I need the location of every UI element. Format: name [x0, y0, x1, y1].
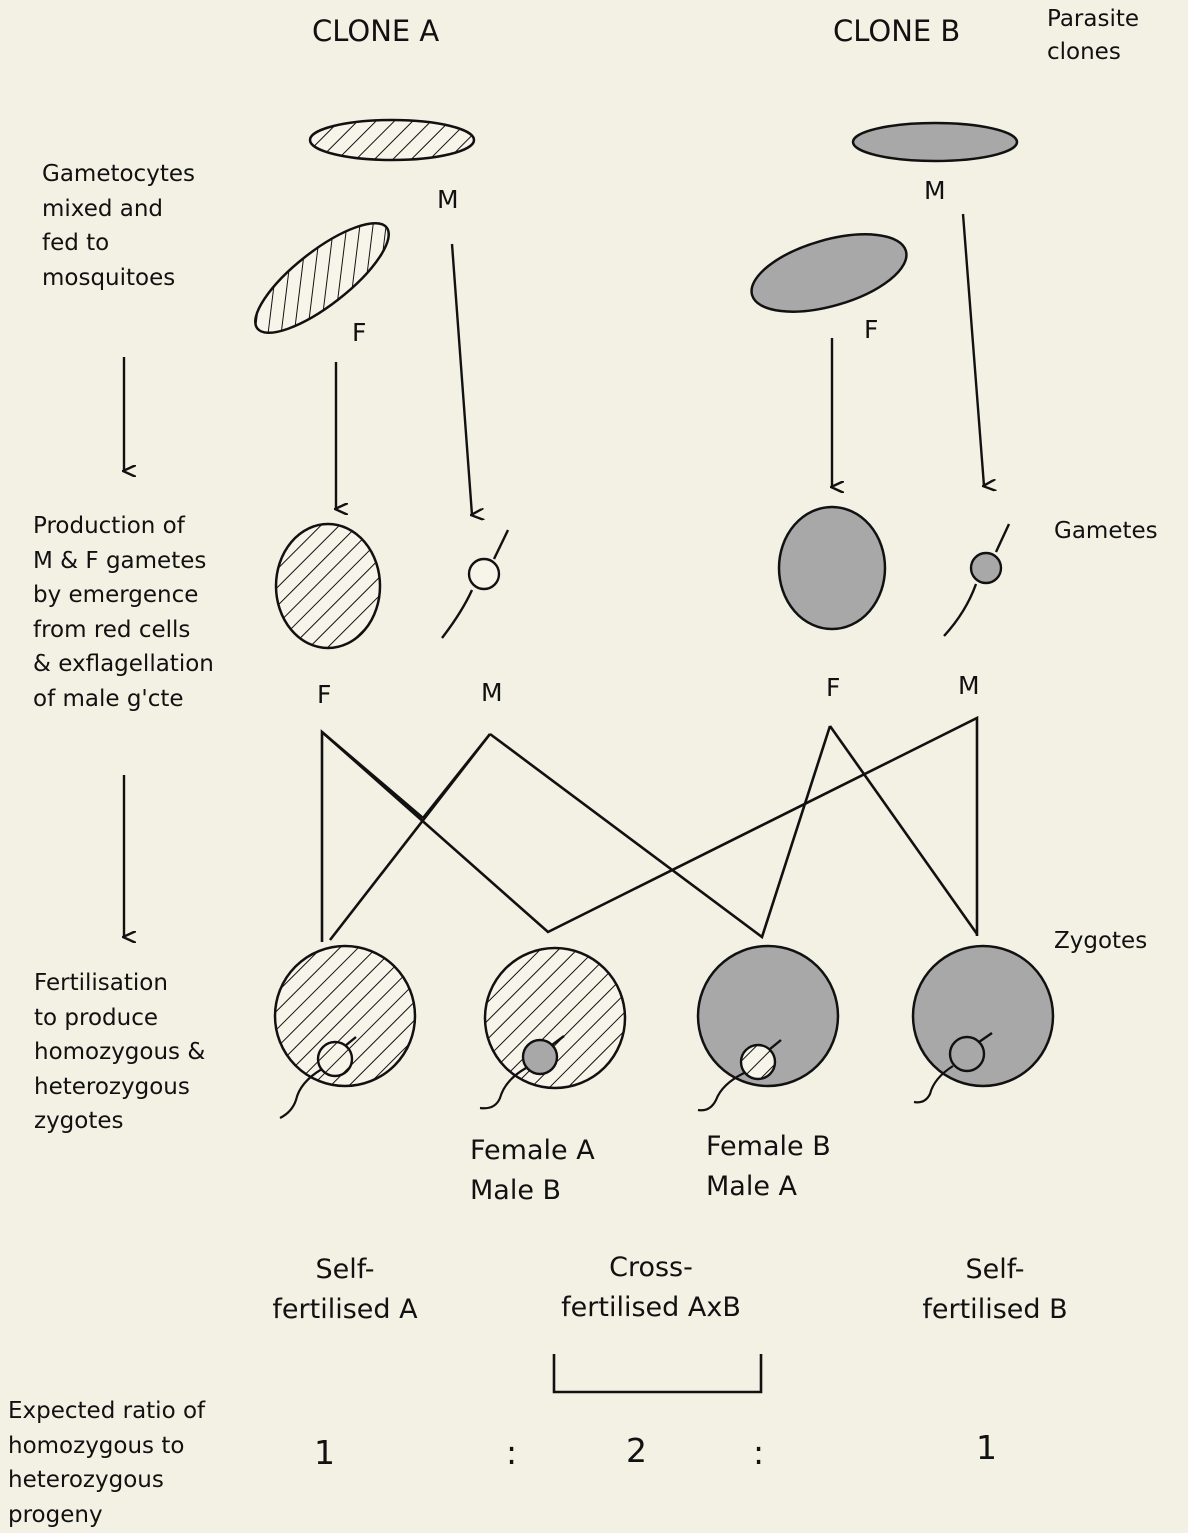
clone-b-female-gamete: [779, 507, 885, 629]
gamete-b-female-label: F: [826, 673, 840, 702]
zygote-1: [275, 946, 415, 1118]
ratio-separator-1: :: [506, 1433, 517, 1472]
arrow-a-male: [452, 244, 472, 515]
ratio-separator-2: :: [753, 1433, 764, 1472]
clone-b-male-gametocyte-label: M: [924, 176, 946, 205]
ratio-value-self-a: 1: [314, 1433, 335, 1472]
gamete-b-male-label: M: [958, 671, 980, 700]
ratio-value-self-b: 1: [976, 1428, 997, 1467]
zygote-3-caption: Female B Male A: [706, 1127, 831, 1207]
zygotes-label: Zygotes: [1054, 924, 1147, 959]
parasite-clones-label: Parasite clones: [1047, 3, 1139, 69]
clone-b-male-gamete: [944, 524, 1009, 636]
zygote-2: [480, 948, 625, 1108]
clone-b-male-gametocyte: [853, 123, 1017, 161]
clone-a-male-gamete: [442, 530, 508, 638]
clone-b-female-gametocyte: [743, 219, 915, 327]
zygote-2-caption: Female A Male B: [470, 1131, 595, 1211]
crossing-lines: [322, 718, 977, 942]
clone-a-female-gametocyte-label: F: [352, 318, 366, 347]
ratio-value-cross: 2: [626, 1431, 647, 1470]
step-fertilisation-label: Fertilisation to produce homozygous & he…: [34, 966, 205, 1139]
clone-b-female-gametocyte-label: F: [864, 315, 878, 344]
clone-a-male-gametocyte: [310, 120, 474, 160]
gamete-a-male-label: M: [481, 678, 503, 707]
zygote-3: [698, 946, 838, 1110]
step-gametes-label: Production of M & F gametes by emergence…: [33, 509, 214, 716]
cross-fertilised-label: Cross- fertilised AxB: [561, 1248, 741, 1328]
clone-a-female-gametocyte: [241, 206, 403, 350]
arrow-b-male: [963, 214, 984, 486]
step-ratio-label: Expected ratio of homozygous to heterozy…: [8, 1394, 205, 1532]
clone-a-male-gametocyte-label: M: [437, 185, 459, 214]
clone-a-title: CLONE A: [312, 14, 439, 48]
gametes-label: Gametes: [1054, 514, 1158, 549]
gamete-a-female-label: F: [317, 680, 331, 709]
self-fertilised-a-label: Self- fertilised A: [272, 1250, 417, 1330]
clone-b-title: CLONE B: [833, 14, 960, 48]
cross-bracket: [554, 1354, 761, 1392]
zygote-4: [913, 946, 1053, 1102]
self-fertilised-b-label: Self- fertilised B: [922, 1250, 1067, 1330]
step-gametocytes-label: Gametocytes mixed and fed to mosquitoes: [42, 157, 195, 295]
clone-a-female-gamete: [276, 524, 380, 648]
